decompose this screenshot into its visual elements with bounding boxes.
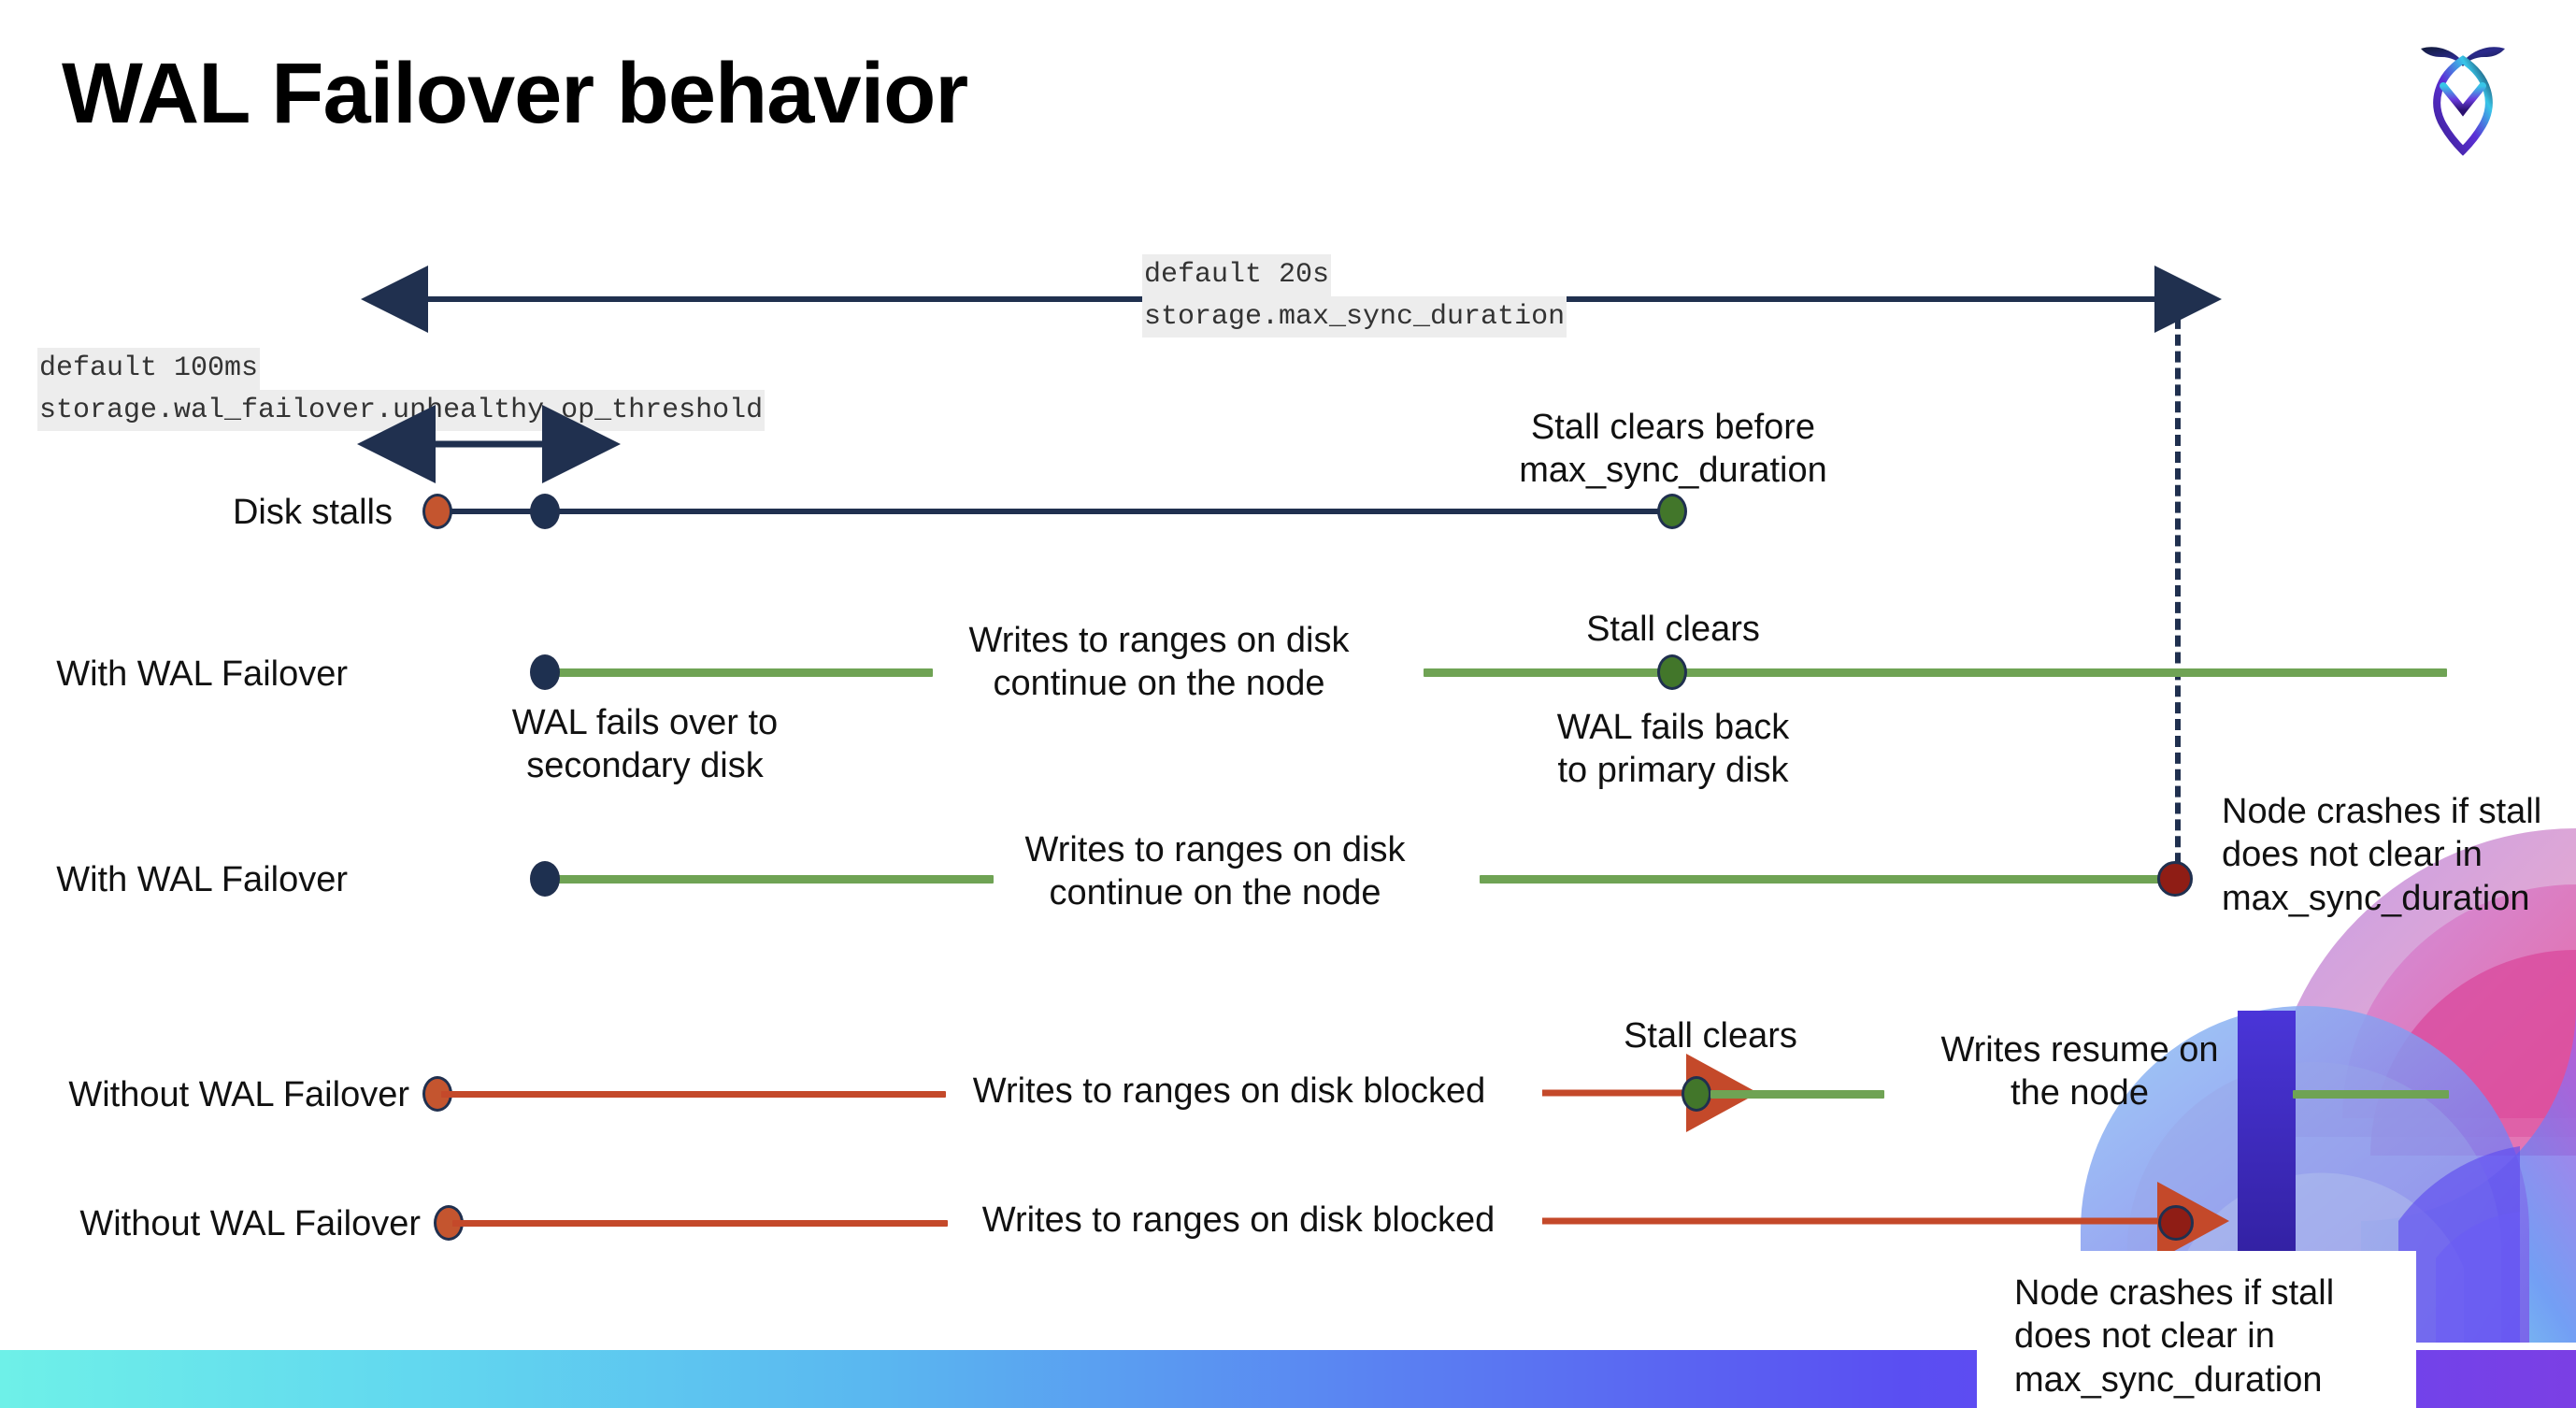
callout-stall-clears-1: Stall clears	[1586, 610, 1760, 649]
without-wal-failover-1-resume-line-a	[1710, 1090, 1884, 1099]
max-sync-duration-line1: default 20s	[1142, 254, 1332, 296]
row-label-with-wal-failover-2: With WAL Failover	[56, 860, 348, 899]
unhealthy-op-threshold-line1: default 100ms	[37, 348, 261, 390]
with-wal-failover-2-segment-b	[1480, 875, 2181, 884]
row-label-with-wal-failover-1: With WAL Failover	[56, 654, 348, 694]
row-label-disk-stalls: Disk stalls	[232, 493, 393, 532]
disk-stalls-failover-dot	[530, 494, 560, 529]
unhealthy-op-threshold-annotation: default 100ms storage.wal_failover.unhea…	[37, 348, 766, 432]
callout-writes-continue-1: Writes to ranges on disk continue on the…	[968, 621, 1350, 704]
with-wal-failover-1-start-dot	[530, 654, 560, 690]
disk-stalls-clear-dot	[1657, 494, 1687, 529]
with-wal-failover-2-segment-a	[545, 875, 994, 884]
max-sync-duration-annotation: default 20s storage.max_sync_duration	[1142, 254, 1567, 338]
disk-stalls-timeline	[437, 509, 1681, 514]
with-wal-failover-2-crash-dot	[2157, 861, 2193, 897]
row-label-without-wal-failover-1: Without WAL Failover	[68, 1075, 409, 1114]
node-crashes-note-card: Node crashes if stall does not clear in …	[1977, 1251, 2416, 1408]
max-sync-duration-dashed-line	[2175, 301, 2181, 881]
callout-node-crashes-2: Node crashes if stall does not clear in …	[2014, 1273, 2335, 1400]
callout-wal-fails-over: WAL fails over to secondary disk	[511, 703, 779, 786]
callout-node-crashes-1: Node crashes if stall does not clear in …	[2222, 792, 2542, 918]
with-wal-failover-2-start-dot	[530, 861, 560, 897]
row-label-without-wal-failover-2: Without WAL Failover	[79, 1204, 421, 1243]
without-wal-failover-1-blocked-line	[441, 1091, 946, 1098]
callout-writes-blocked-2: Writes to ranges on disk blocked	[981, 1200, 1496, 1240]
callout-stall-clears-before: Stall clears before max_sync_duration	[1519, 408, 1827, 491]
unhealthy-op-threshold-arrow	[357, 405, 621, 483]
disk-stalls-start-dot	[422, 494, 452, 529]
cockroach-labs-logo	[2402, 28, 2524, 159]
callout-writes-continue-2: Writes to ranges on disk continue on the…	[1024, 830, 1406, 913]
callout-wal-fails-back: WAL fails back to primary disk	[1556, 708, 1790, 791]
unhealthy-op-threshold-line2: storage.wal_failover.unhealthy_op_thresh…	[37, 389, 766, 432]
with-wal-failover-1-segment-a	[545, 668, 933, 677]
without-wal-failover-2-blocked-line-a	[452, 1220, 948, 1227]
page-title: WAL Failover behavior	[62, 46, 968, 141]
without-wal-failover-2-crash-dot	[2158, 1205, 2194, 1241]
without-wal-failover-1-blocked-arrow	[1542, 1054, 1758, 1132]
with-wal-failover-1-clear-dot	[1657, 654, 1687, 690]
callout-stall-clears-2: Stall clears	[1624, 1016, 1797, 1056]
without-wal-failover-1-resume-line-b	[2293, 1090, 2449, 1099]
without-wal-failover-2-blocked-arrow	[1542, 1182, 2229, 1260]
without-wal-failover-1-clear-dot	[1682, 1076, 1711, 1112]
callout-writes-resume: Writes resume on the node	[1940, 1030, 2219, 1113]
callout-writes-blocked-1: Writes to ranges on disk blocked	[972, 1071, 1486, 1111]
with-wal-failover-1-segment-b	[1424, 668, 2447, 677]
max-sync-duration-line2: storage.max_sync_duration	[1142, 295, 1567, 338]
